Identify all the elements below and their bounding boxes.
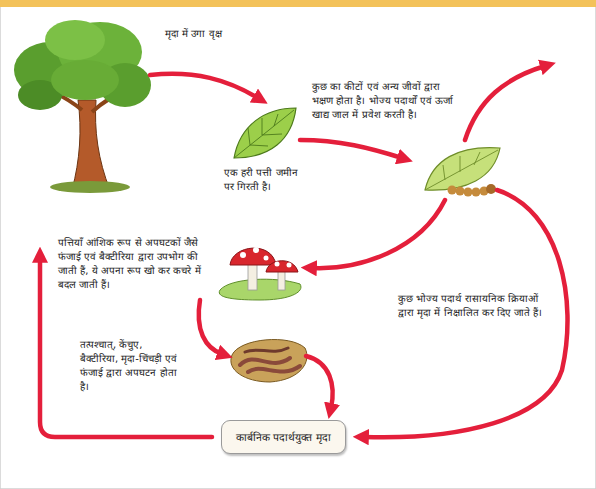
cycle-arrows	[40, 66, 568, 437]
tree	[14, 20, 151, 193]
caption-text: तत्पश्चात्, केंचुए, बैक्टीरिया, मृदा-चिं…	[80, 338, 180, 394]
compost-earthworms	[231, 340, 307, 382]
soil-box: कार्बनिक पदार्थयुक्त मृदा	[221, 420, 346, 454]
mushrooms	[219, 247, 301, 300]
caption-text: मृदा में उगा वृक्ष	[165, 27, 285, 41]
green-leaf	[234, 108, 296, 158]
caption-text: कुछ का कीटों एवं अन्य जीवों द्वारा भक्षण…	[312, 80, 462, 122]
node-text: कार्बनिक पदार्थयुक्त मृदा	[222, 430, 345, 444]
caption-text: एक हरी पत्ती जमीन पर गिरती है।	[224, 166, 304, 194]
top-bar	[0, 0, 596, 7]
caption-text: कुछ भोज्य पदार्थ रासायनिक क्रियाओं द्वार…	[398, 292, 546, 320]
caption-text: पत्तियाँ आंशिक रूप से अपघटकों जैसे फंजाई…	[58, 236, 218, 292]
eaten-leaf-caterpillar	[425, 148, 500, 197]
